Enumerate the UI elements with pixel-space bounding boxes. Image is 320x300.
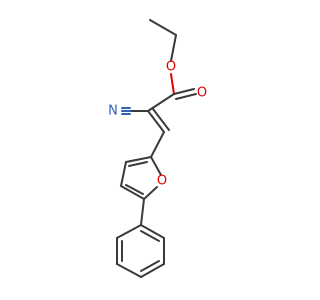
nitrile-nitrogen-label: N: [108, 104, 118, 119]
bond-o-carbonyl-c: [170, 73, 175, 95]
bond-phenyl-4: [140, 263, 165, 278]
bond-phenyl-6-inner: [140, 230, 160, 242]
bond-phenyl-1: [116, 224, 142, 239]
molecule-diagram: O O N O: [108, 19, 207, 278]
bond-phenyl-3: [116, 263, 142, 278]
furan-oxygen-label: O: [157, 174, 167, 189]
bond-furan-c3-c4: [120, 161, 127, 187]
bond-furan-c2-c3: [125, 156, 152, 163]
bond-furan-c5-o: [143, 186, 158, 200]
bond-carbonyl-c-alpha-c: [147, 93, 175, 112]
bond-ethyl-ch2-o: [170, 34, 177, 62]
bond-furan-c4-c5: [120, 185, 145, 200]
bond-vinyl-furan: [150, 131, 165, 158]
bond-furan-c4-c5-inner: [125, 184, 144, 195]
bond-furan-o-c2: [150, 156, 162, 176]
bond-phenyl-6: [140, 224, 165, 239]
bond-furan-phenyl: [140, 198, 145, 226]
bond-alpha-vinyl-2: [152, 108, 170, 131]
bond-furan-c2-c3-inner: [128, 161, 148, 167]
bond-ethyl-ch3-ch2: [149, 19, 177, 36]
bond-phenyl-4-inner: [140, 260, 160, 272]
ester-ether-oxygen-label: O: [166, 60, 176, 75]
bond-carbonyl-c-o-1: [173, 88, 195, 95]
ester-carbonyl-oxygen-label: O: [197, 86, 207, 101]
bond-alpha-vinyl-1: [147, 110, 165, 133]
bond-carbonyl-c-o-2: [175, 93, 197, 100]
